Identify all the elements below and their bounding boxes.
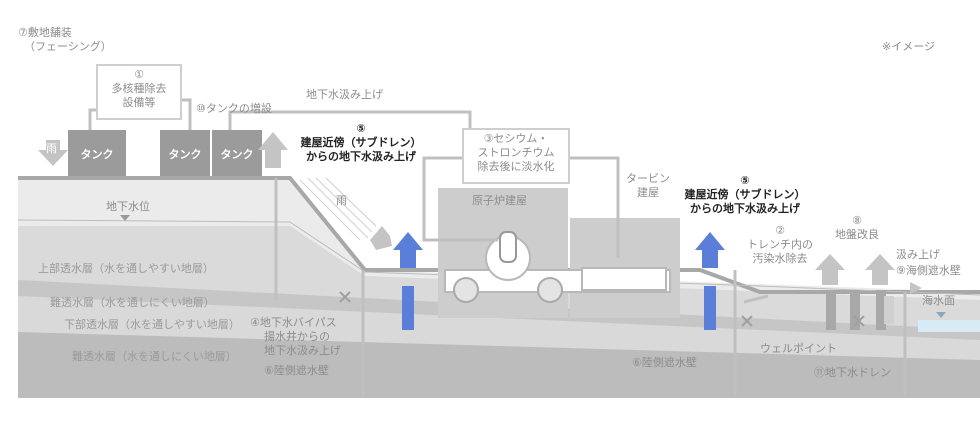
upper-aquifer-label: 上部透水層（水を通しやすい地層） bbox=[38, 262, 214, 275]
tank-3-label: タンク bbox=[220, 148, 254, 161]
pipe-trench bbox=[743, 294, 769, 304]
subdrain-right-label-1: 建屋近傍（サブドレン） bbox=[684, 188, 806, 201]
alps-number: ① bbox=[134, 68, 144, 81]
sea-wall-label: ⑨海側遮水壁 bbox=[896, 264, 961, 277]
trench-label-1: トレンチ内の bbox=[747, 238, 813, 251]
rain-mid-label: 雨 bbox=[336, 194, 347, 207]
alps-label-1: 多核種除去 bbox=[111, 82, 167, 95]
subdrain-right-number: ⑤ bbox=[740, 174, 750, 187]
pipe-alps-right bbox=[180, 98, 192, 130]
trench-number: ② bbox=[775, 224, 785, 237]
tanks bbox=[68, 130, 262, 176]
ground-layers bbox=[17, 176, 980, 398]
tank-1 bbox=[68, 130, 126, 176]
wall-top-arrow bbox=[910, 282, 922, 294]
groundwater-level-line bbox=[17, 219, 980, 296]
pump-arrow-right2 bbox=[865, 254, 895, 285]
bypass-label-3: 地下水汲み上げ bbox=[264, 344, 341, 357]
alps-box bbox=[96, 64, 182, 120]
site-paving-sub-label: （フェーシング） bbox=[24, 40, 112, 53]
site-paving-label: ⑦敷地舗装 bbox=[18, 26, 72, 39]
image-note: ※イメージ bbox=[882, 40, 935, 53]
aquitard-2-label: 難透水層（水を通しにくい地層） bbox=[72, 350, 237, 363]
rain-arrow-mid bbox=[370, 226, 392, 250]
rain-left-label: 雨 bbox=[46, 142, 57, 155]
subdrain-left-label-1: 建屋近傍（サブドレン） bbox=[300, 136, 422, 149]
tank-3 bbox=[212, 130, 262, 176]
subdrain-well-right bbox=[704, 286, 716, 330]
sea-level-label: 海水面 bbox=[922, 294, 955, 307]
cesium-label-2: ストロンチウム bbox=[477, 146, 555, 159]
reactor-building-label: 原子炉建屋 bbox=[472, 194, 527, 207]
bypass-label-2: 揚水井からの bbox=[264, 330, 330, 343]
sea-water bbox=[918, 320, 980, 332]
turbine-label-2: 建屋 bbox=[637, 186, 659, 199]
land-wall-left-label: ⑥陸側遮水壁 bbox=[264, 364, 329, 377]
groundwater-level-marker bbox=[120, 215, 130, 221]
subdrain-wells bbox=[393, 232, 725, 330]
subdrain-well-left bbox=[402, 286, 414, 330]
subdrain-arrow-left bbox=[393, 232, 423, 268]
suppression-right bbox=[537, 277, 563, 303]
rain-arrow-left bbox=[38, 140, 68, 166]
ground-improvement-number: ⑧ bbox=[852, 214, 862, 227]
reactor-vessel-core bbox=[499, 231, 517, 263]
aquitard-1-label: 難透水層（水を通しにくい地層） bbox=[50, 296, 215, 309]
subdrain-arrow-right bbox=[695, 232, 725, 268]
piping bbox=[88, 98, 907, 395]
flow-x-markers bbox=[339, 291, 865, 327]
alps-label-2: 設備等 bbox=[122, 96, 156, 109]
trench-label-2: 汚染水除去 bbox=[752, 252, 808, 265]
pipe-top-loop bbox=[228, 110, 472, 130]
land-wall-right-label: ⑥陸側遮水壁 bbox=[632, 356, 697, 369]
pump-up-right-label: 汲み上げ bbox=[896, 248, 940, 261]
tank-2-label: タンク bbox=[168, 148, 202, 161]
sea-level-marker bbox=[936, 312, 946, 318]
turbine-label-1: タービン bbox=[626, 172, 670, 185]
subdrain-right-label-2: からの地下水汲み上げ bbox=[690, 202, 800, 215]
subdrain-left-number: ⑤ bbox=[356, 122, 366, 135]
tank-1-label: タンク bbox=[80, 148, 114, 161]
buildings bbox=[438, 188, 680, 318]
pump-arrow-top bbox=[258, 132, 288, 168]
turbine-inner bbox=[581, 267, 667, 291]
suppression-left bbox=[453, 277, 479, 303]
bypass-label-1: ④地下水バイパス bbox=[250, 316, 337, 329]
gw-pump-top-label: 地下水汲み上げ bbox=[306, 88, 383, 101]
cesium-label-1: ③セシウム・ bbox=[483, 132, 549, 145]
cesium-box bbox=[462, 128, 570, 184]
pump-arrow-right1 bbox=[815, 254, 845, 285]
gray-arrows bbox=[38, 132, 922, 294]
ground-improvement-label: 地盤改良 bbox=[835, 228, 879, 241]
aquitard-band-2 bbox=[18, 332, 980, 398]
ground-improvement-wells bbox=[826, 290, 894, 330]
cesium-label-3: 除去後に淡水化 bbox=[477, 160, 555, 173]
well-point-label: ウェルポイント bbox=[760, 342, 837, 355]
lower-aquifer-label: 下部透水層（水を通しやすい地層） bbox=[64, 318, 240, 331]
rain-streaks bbox=[299, 177, 377, 241]
pipe-cesium-right bbox=[570, 156, 620, 258]
groundwater-level-label: 地下水位 bbox=[106, 200, 150, 213]
tank-2 bbox=[160, 130, 210, 176]
tank-addition-label: ⑩タンクの増設 bbox=[196, 102, 272, 115]
subdrain-left-label-2: からの地下水汲み上げ bbox=[306, 150, 416, 163]
pipe-cesium-left bbox=[422, 156, 498, 242]
gw-drain-label: ⑪地下水ドレン bbox=[814, 366, 891, 379]
